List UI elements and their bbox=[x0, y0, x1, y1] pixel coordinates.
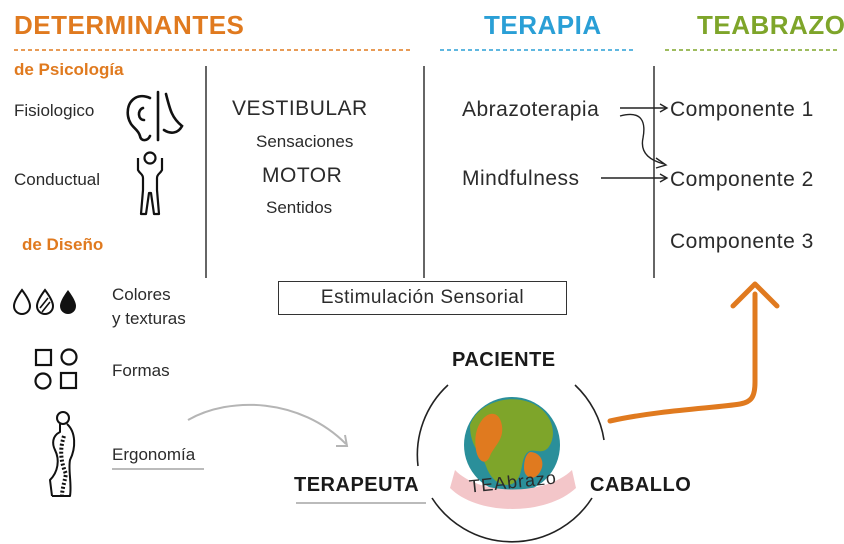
sensaciones-label: Sensaciones bbox=[256, 132, 354, 151]
abrazoterapia-label: Abrazoterapia bbox=[462, 98, 600, 121]
drops-icon bbox=[12, 288, 76, 316]
sentidos-label: Sentidos bbox=[266, 198, 333, 217]
componente-2-label: Componente 2 bbox=[670, 168, 814, 191]
terapeuta-label: TERAPEUTA bbox=[294, 474, 420, 496]
gray-arrow bbox=[187, 403, 349, 447]
colores-label-line1: Colores bbox=[112, 285, 171, 304]
colores-label-line2: y texturas bbox=[112, 309, 186, 328]
conductual-label: Conductual bbox=[14, 170, 101, 189]
ear-nose-icon bbox=[126, 90, 184, 142]
componente-3-label: Componente 3 bbox=[670, 230, 814, 253]
spine-icon bbox=[49, 411, 76, 497]
orange-arrow bbox=[607, 281, 780, 424]
mindfulness-label: Mindfulness bbox=[462, 167, 580, 190]
header-teabrazo: TEABRAZO bbox=[697, 10, 844, 40]
fisiologico-label: Fisiologico bbox=[14, 101, 95, 120]
teabrazo-logo bbox=[450, 397, 576, 509]
caballo-label: CABALLO bbox=[590, 474, 692, 496]
motor-label: MOTOR bbox=[262, 164, 343, 187]
header-terapia: TERAPIA bbox=[484, 10, 602, 40]
estimulacion-sensorial-box: Estimulación Sensorial bbox=[278, 281, 567, 315]
ergonomia-label: Ergonomía bbox=[112, 445, 196, 464]
paciente-label: PACIENTE bbox=[452, 349, 556, 371]
shapes-icon bbox=[34, 348, 78, 390]
vestibular-label: VESTIBULAR bbox=[232, 97, 368, 120]
psicologia-title: de Psicología bbox=[14, 60, 124, 79]
person-arms-up-icon bbox=[136, 151, 164, 216]
triad-circle bbox=[416, 384, 605, 543]
componente-1-label: Componente 1 bbox=[670, 98, 814, 121]
header-determinantes: DETERMINANTES bbox=[14, 10, 245, 40]
terapia-arrows bbox=[601, 103, 669, 183]
diseno-title: de Diseño bbox=[22, 235, 104, 254]
formas-label: Formas bbox=[112, 361, 170, 380]
